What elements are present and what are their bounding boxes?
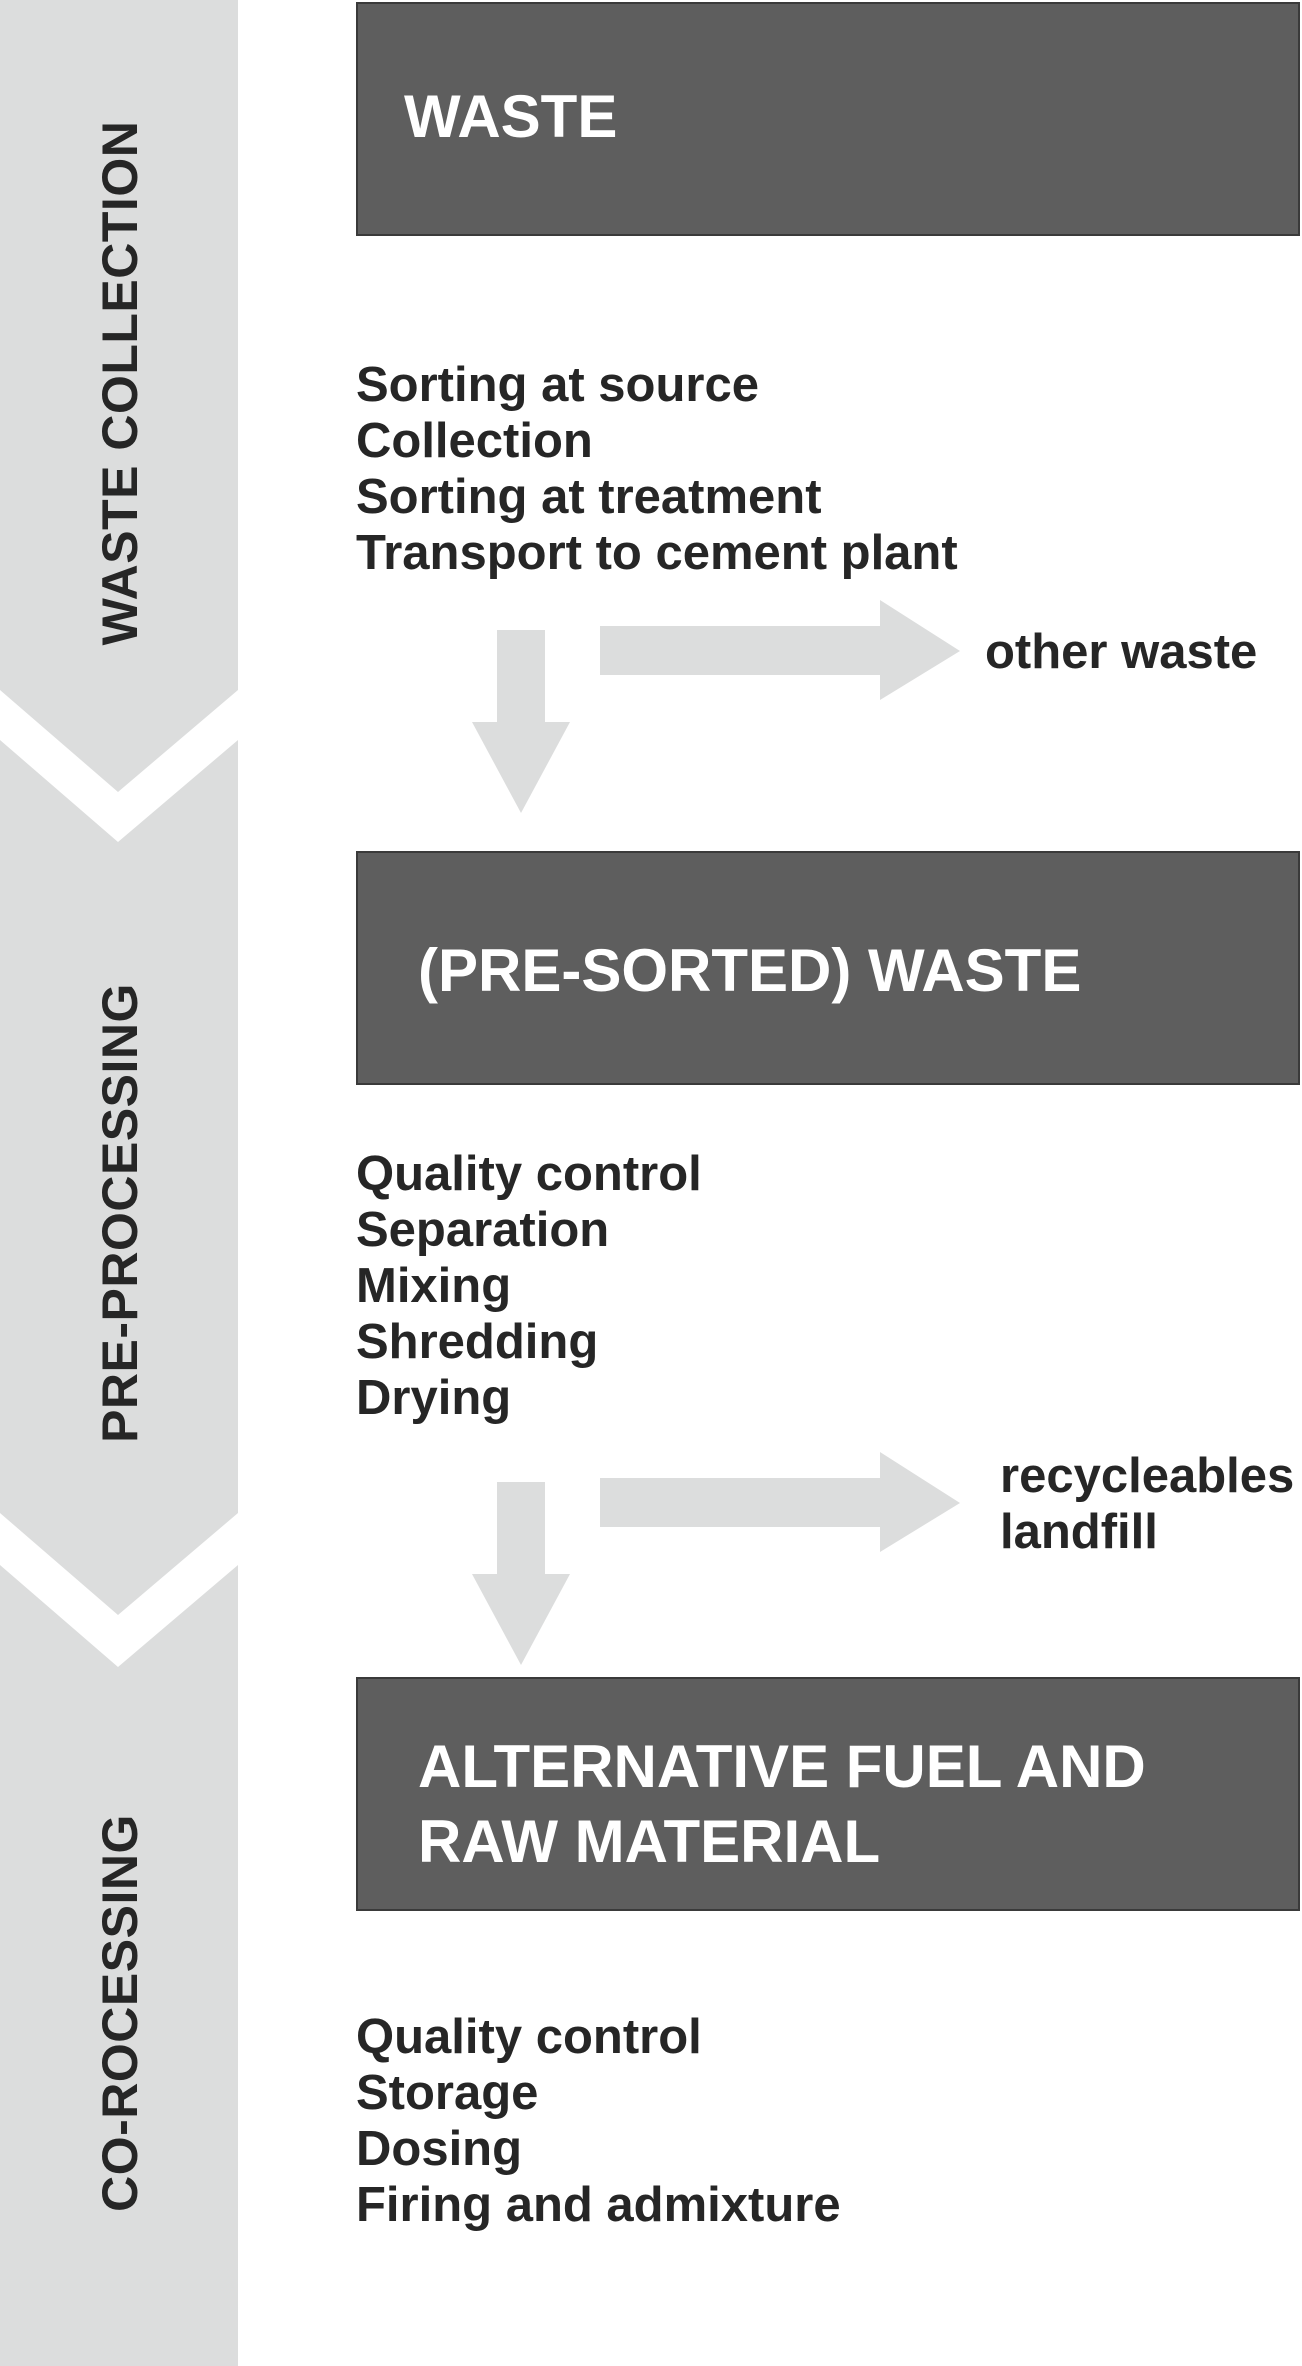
side-output-line: other waste (985, 625, 1258, 679)
step-item: Storage (356, 2066, 539, 2120)
box-title-line: ALTERNATIVE FUEL AND (418, 1733, 1146, 1800)
side-output-recycleables-landfill: recycleables landfill (1000, 1448, 1294, 1560)
box-title-line: RAW MATERIAL (418, 1808, 881, 1875)
box-alternative-fuel-title: ALTERNATIVE FUEL AND RAW MATERIAL (418, 1729, 1146, 1879)
box-waste: WASTE (356, 2, 1300, 236)
step-item: Drying (356, 1371, 512, 1425)
stage-chevron-pre-processing (0, 740, 238, 1615)
right-arrow-2 (600, 1452, 960, 1552)
step-item: Quality control (356, 1147, 702, 1201)
stage-chevron-co-processing (0, 1565, 238, 2366)
step-item: Separation (356, 1203, 610, 1257)
steps-pre-processing: Quality control Separation Mixing Shredd… (356, 1146, 702, 1426)
box-waste-title: WASTE (404, 83, 618, 150)
side-output-line: landfill (1000, 1505, 1158, 1559)
box-alternative-fuel: ALTERNATIVE FUEL AND RAW MATERIAL (356, 1677, 1300, 1911)
side-output-other-waste: other waste (985, 624, 1257, 680)
side-output-line: recycleables (1000, 1449, 1295, 1503)
steps-waste-collection: Sorting at source Collection Sorting at … (356, 357, 958, 581)
step-item: Sorting at treatment (356, 470, 822, 524)
down-arrow-2 (472, 1482, 570, 1665)
step-item: Firing and admixture (356, 2178, 841, 2232)
step-item: Dosing (356, 2122, 523, 2176)
step-item: Shredding (356, 1315, 599, 1369)
step-item: Collection (356, 414, 593, 468)
stage-chevron-waste-collection (0, 0, 238, 792)
down-arrow-1 (472, 630, 570, 813)
step-item: Sorting at source (356, 358, 759, 412)
box-pre-sorted-waste-title: (PRE-SORTED) WASTE (418, 937, 1082, 1004)
stage-band (0, 0, 238, 2366)
step-item: Quality control (356, 2010, 702, 2064)
steps-co-processing: Quality control Storage Dosing Firing an… (356, 2009, 841, 2233)
box-pre-sorted-waste: (PRE-SORTED) WASTE (356, 851, 1300, 1085)
step-item: Transport to cement plant (356, 526, 958, 580)
right-arrow-1 (600, 600, 960, 700)
step-item: Mixing (356, 1259, 512, 1313)
